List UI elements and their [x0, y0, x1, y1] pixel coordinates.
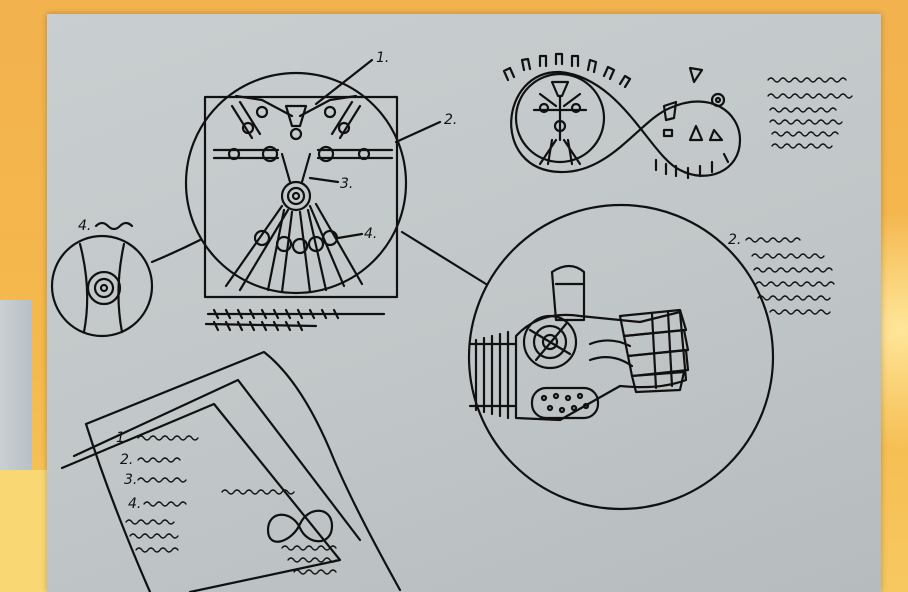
- callout-label-3: 3.: [340, 176, 353, 192]
- callout-label-2: 2.: [444, 112, 457, 128]
- vitruvian-figure: [186, 60, 440, 330]
- list-label-2: 2.: [120, 452, 133, 468]
- left-circle-label: 4.: [78, 218, 91, 234]
- papers-stack: [62, 352, 400, 592]
- scribble-notes: [126, 78, 852, 574]
- figure-head: [286, 106, 306, 126]
- right-circle-label: 2.: [728, 232, 741, 248]
- infinity-gear: [504, 54, 740, 178]
- list-label-3: 3.: [124, 472, 137, 488]
- left-small-circle: [52, 223, 200, 336]
- callout-label-1: 1.: [376, 50, 389, 66]
- callout-label-4: 4.: [364, 226, 377, 242]
- hand-circle: [469, 205, 773, 509]
- list-label-4: 4.: [128, 496, 141, 512]
- list-label-1: 1.: [116, 430, 129, 446]
